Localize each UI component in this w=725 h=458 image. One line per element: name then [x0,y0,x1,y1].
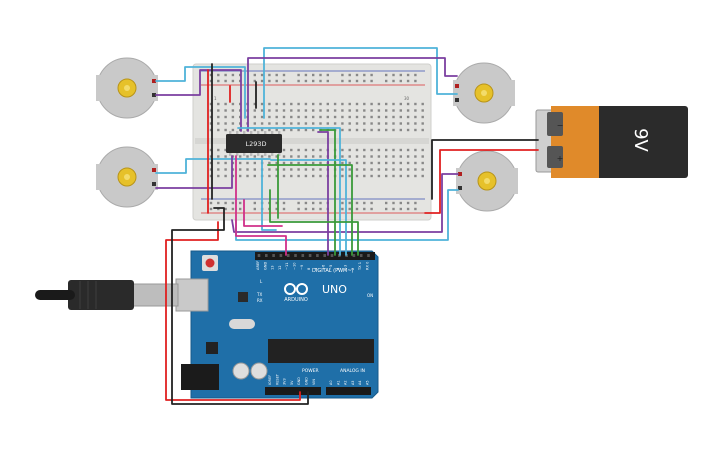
digital-pin-label: GND [263,262,267,270]
capacitor [232,362,250,380]
digital-pin-label: ~10 [293,262,297,270]
analog-pin-label: A3 [351,381,355,385]
arduino-uno-board[interactable]: ARDUINO UNO DIGITAL (PWM~) POWER ANALOG … [175,250,379,399]
dc-motor[interactable] [453,62,515,124]
wire[interactable] [267,164,353,256]
digital-pin[interactable] [272,254,275,257]
wire[interactable] [155,69,242,132]
analog-pin-label: A1 [336,381,340,385]
digital-pin[interactable] [352,254,356,257]
digital-pin[interactable] [323,254,326,257]
digital-pin[interactable] [359,254,363,257]
chip-label: L293D [245,140,266,148]
led-label-l: L [260,279,263,284]
arduino-model: UNO [322,283,347,296]
wire[interactable] [431,139,539,200]
dc-motor[interactable] [456,150,518,212]
digital-pin[interactable] [308,254,312,257]
wire[interactable] [165,221,301,401]
wire[interactable] [237,127,341,256]
wire[interactable] [155,158,271,174]
breadboard[interactable]: 1 30 [192,63,432,221]
analog-pin-label: A5 [366,381,370,385]
dc-motor[interactable] [96,57,158,119]
battery-minus-label: − [557,121,564,130]
digital-pin[interactable] [257,254,261,257]
dc-motors [96,57,518,212]
breadboard-holes [209,73,424,211]
digital-pin[interactable] [286,254,290,257]
digital-pin[interactable] [301,254,305,257]
power-pin-label: GND [297,377,301,385]
wire[interactable] [269,189,359,256]
dc-motor[interactable] [96,146,158,208]
led-label-rx: RX [257,298,263,303]
power-pin-label: GND [305,377,309,385]
wire[interactable] [319,129,336,256]
atmega-chip [268,339,374,363]
digital-pin[interactable] [294,254,297,257]
battery-9v[interactable]: − + 9V [535,106,688,178]
power-label: POWER [302,368,319,374]
usb-cable[interactable] [35,280,179,310]
capacitor [250,362,268,380]
wire[interactable] [317,131,329,256]
power-pin-label: 3V3 [283,378,287,385]
wire[interactable] [261,159,277,231]
analog-label: ANALOG IN [340,368,365,374]
wire[interactable] [171,207,309,405]
digital-pin-label: ~11 [285,262,289,270]
l293d-chip[interactable]: L293D [226,131,282,156]
digital-pin-label: 12 [278,265,282,270]
digital-pin-label: 8 [307,267,311,270]
analog-pin-label: A2 [344,381,348,385]
digital-pin-label: 4 [336,267,340,270]
wire[interactable] [155,66,246,119]
on-led-label: ON [367,293,373,298]
digital-label: DIGITAL (PWM~) [312,268,354,274]
power-pin-label: IOREF [268,375,272,385]
digital-pin[interactable] [279,254,283,257]
digital-pin-label: AREF [256,261,260,270]
digital-pin[interactable] [265,254,268,257]
power-pin-label: VIN [312,379,316,385]
crystal [229,319,255,329]
digital-pin-label: ~6 [322,264,326,270]
wire[interactable] [243,199,283,227]
battery-plus-label: + [557,154,564,163]
battery-voltage-label: 9V [630,128,651,152]
breadboard-column-number: 1 [214,96,217,101]
digital-pin-label: RX 0 [366,261,370,270]
wire[interactable] [247,57,458,132]
digital-pin-label: 7 [314,268,318,270]
wire[interactable] [424,149,539,214]
wire[interactable] [235,155,287,256]
analog-pin-label: A0 [329,381,333,385]
wire[interactable] [270,159,347,256]
digital-pin-label: 13 [271,265,275,270]
wire[interactable] [155,155,233,189]
power-jack[interactable] [181,364,219,390]
wire[interactable] [263,47,458,119]
arduino-brand: ARDUINO [284,297,308,303]
digital-pin[interactable] [316,254,319,257]
digital-pin-label: ~3 [344,265,348,270]
power-pin-label: 5V [290,380,294,385]
usb-port[interactable] [175,278,209,312]
analog-pin-label: A4 [358,381,362,385]
arduino-logo: ARDUINO UNO [284,283,347,303]
digital-pin[interactable] [330,254,334,257]
led-label-tx: TX [256,292,262,297]
digital-pin-label: ~5 [329,265,333,270]
digital-pin-label: TX 1 [358,262,362,271]
digital-pin-label: 2 [351,268,355,270]
wires [155,47,539,405]
digital-pin-label: ~9 [300,264,304,270]
breadboard-column-number: 30 [404,96,410,101]
power-pin-label: RESET [275,373,279,385]
digital-pin[interactable] [367,254,370,257]
wire[interactable] [231,173,459,233]
